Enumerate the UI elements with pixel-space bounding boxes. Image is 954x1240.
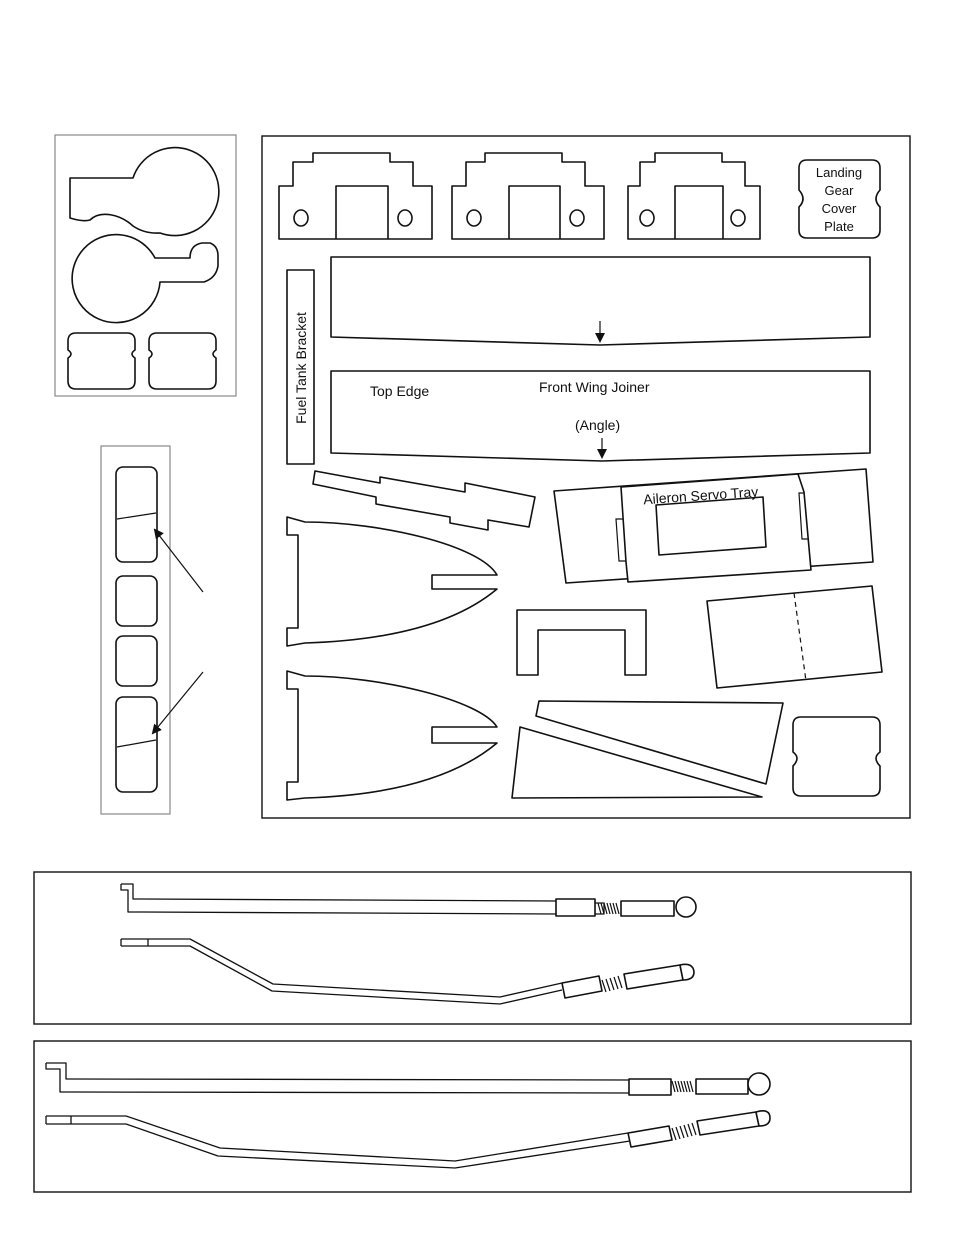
front-wing-joiner: Top Edge Front Wing Joiner (Angle) (331, 371, 870, 461)
landing-label-line-2: Gear (825, 183, 855, 198)
main-parts-sheet: Landing Gear Cover Plate Fuel Tank Brack… (262, 136, 910, 818)
fuel-tank-bracket-label: Fuel Tank Bracket (293, 312, 309, 424)
landing-label-line-3: Cover (822, 201, 857, 216)
pushrod-panel-2 (34, 1041, 911, 1192)
pushrod-panel-1 (34, 872, 911, 1024)
top-edge-label: Top Edge (370, 383, 429, 399)
vertical-strip-sheet (101, 446, 203, 814)
landing-label-line-1: Landing (816, 165, 862, 180)
fuel-tank-bracket: Fuel Tank Bracket (287, 270, 314, 464)
wing-joiner-upper (331, 257, 870, 345)
landing-label-line-4: Plate (824, 219, 854, 234)
small-parts-sheet (55, 135, 236, 396)
small-tab-left (68, 333, 135, 389)
hinged-panel (707, 586, 882, 688)
small-tab-right (149, 333, 216, 389)
front-wing-joiner-label: Front Wing Joiner (539, 379, 650, 395)
small-cover-plate (793, 717, 880, 796)
angle-label: (Angle) (575, 417, 620, 433)
landing-gear-cover-plate: Landing Gear Cover Plate (799, 160, 880, 238)
